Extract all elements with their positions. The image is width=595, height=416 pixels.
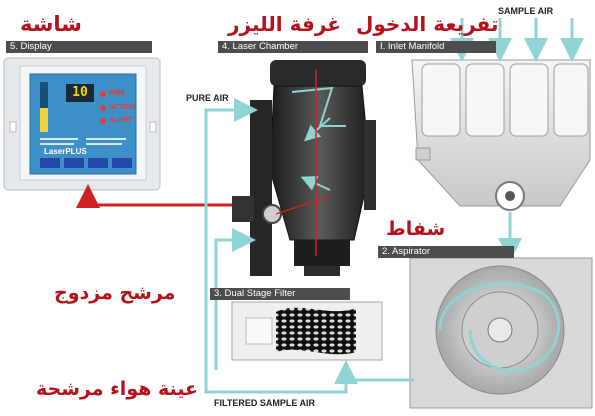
panel-readout: 10	[72, 85, 88, 100]
aspirator	[409, 257, 593, 409]
panel-fire-label: FIRE	[109, 90, 125, 97]
aspirator-label-ar: شفاط	[386, 218, 446, 240]
pure-air-flow	[204, 98, 348, 394]
display-unit	[3, 57, 161, 191]
laser-chamber-label-en: 4. Laser Chamber	[218, 41, 368, 53]
sample-air-label: SAMPLE AIR	[498, 6, 554, 16]
panel-alert-label: ALERT	[109, 117, 133, 124]
panel-brand: LaserPLUS	[44, 147, 87, 156]
laser-chamber	[232, 60, 376, 276]
dual-filter-label-en: 3. Dual Stage Filter	[210, 288, 350, 300]
filtered-sample-label-ar: عينة هواء مرشحة	[36, 378, 199, 400]
signal-line	[76, 184, 238, 208]
inlet-manifold	[411, 59, 591, 211]
panel-action-label: ACTION	[109, 104, 136, 111]
pure-air-label: PURE AIR	[186, 93, 229, 103]
filtered-sample-flow	[214, 228, 256, 370]
display-label-ar: شاشة	[20, 12, 82, 36]
display-label-en: 5. Display	[6, 41, 152, 53]
aspirator-label-en: 2. Aspirator	[378, 246, 514, 258]
filtered-sample-air-label: FILTERED SAMPLE AIR	[214, 398, 315, 408]
dual-filter-label-ar: مرشح مزدوج	[54, 282, 176, 304]
dual-stage-filter	[231, 301, 383, 361]
laser-chamber-label-ar: غرفة الليزر	[228, 12, 341, 36]
inlet-manifold-label-ar: تفريعة الدخول	[356, 12, 499, 36]
inlet-manifold-label-en: I. Inlet Manifold	[376, 41, 496, 53]
aspirator-return-flow	[334, 360, 414, 384]
